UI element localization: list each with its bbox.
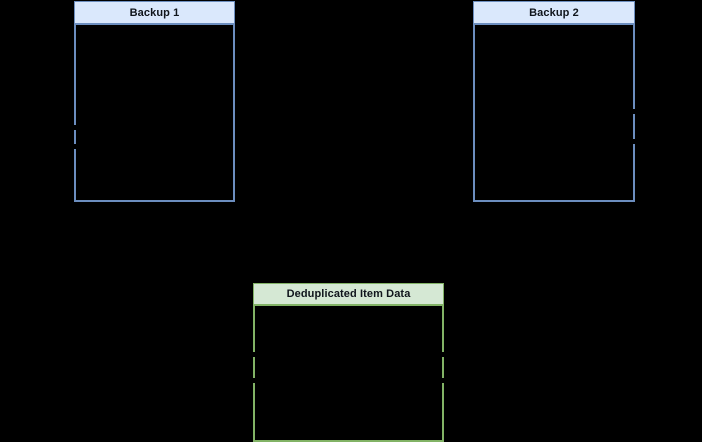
dedup-connection-point-left-1	[253, 352, 256, 357]
backup-1-body	[74, 24, 235, 202]
backup-2-connection-point-right-2	[632, 139, 635, 144]
backup-2-box[interactable]: Backup 2	[473, 1, 635, 202]
backup-1-box[interactable]: Backup 1	[74, 1, 235, 202]
deduplicated-item-data-body	[253, 305, 444, 442]
dedup-connection-point-right-2	[441, 378, 444, 383]
backup-1-connection-point-left-2	[74, 144, 77, 149]
backup-2-title: Backup 2	[473, 1, 635, 24]
backup-1-title: Backup 1	[74, 1, 235, 24]
dedup-connection-point-left-2	[253, 378, 256, 383]
deduplicated-item-data-title: Deduplicated Item Data	[253, 283, 444, 305]
deduplicated-item-data-box[interactable]: Deduplicated Item Data	[253, 283, 444, 442]
backup-1-connection-point-left-1	[74, 125, 77, 130]
backup-2-connection-point-right-1	[632, 109, 635, 114]
dedup-connection-point-right-1	[441, 352, 444, 357]
backup-2-body	[473, 24, 635, 202]
